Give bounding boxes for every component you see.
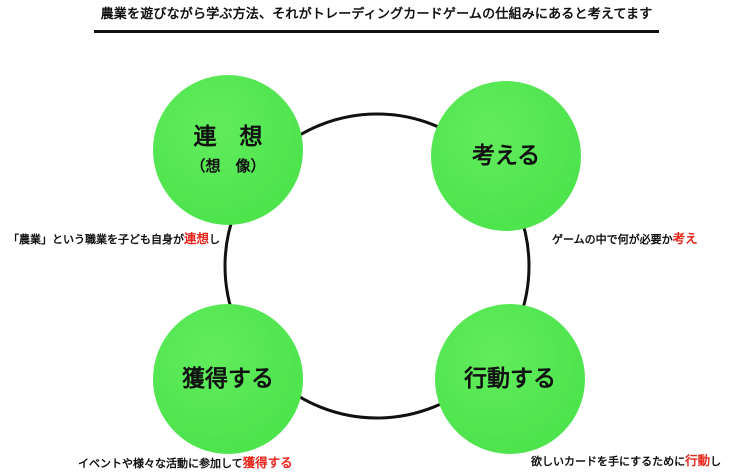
- caption-acquire-highlight: 獲得する: [242, 455, 293, 470]
- caption-associate-suffix: し: [209, 233, 221, 246]
- caption-associate: 「農業」という職業を子ども自身が連想し: [8, 231, 220, 248]
- caption-acquire: イベントや様々な活動に参加して獲得する: [78, 455, 293, 472]
- node-think-label: 考える: [471, 143, 541, 169]
- node-associate-label: 連 想: [193, 124, 263, 150]
- caption-think-highlight: 考え: [672, 231, 698, 246]
- node-act: 行動する: [435, 304, 585, 454]
- node-acquire-label: 獲得する: [182, 366, 274, 392]
- caption-acquire-text: イベントや様々な活動に参加して: [78, 457, 243, 470]
- node-act-label: 行動する: [464, 366, 556, 392]
- node-associate: 連 想 （想 像）: [153, 75, 303, 225]
- node-acquire: 獲得する: [153, 304, 303, 454]
- caption-act-highlight: 行動: [685, 453, 711, 468]
- title-underline: [94, 30, 659, 33]
- caption-act-text: 欲しいカードを手にするために: [531, 455, 686, 468]
- caption-think: ゲームの中で何が必要か考え: [552, 231, 698, 248]
- cycle-ring-circle: [223, 112, 531, 420]
- node-think: 考える: [431, 81, 581, 231]
- node-associate-sublabel: （想 像）: [190, 157, 266, 175]
- caption-associate-text: 「農業」という職業を子ども自身が: [8, 233, 184, 246]
- caption-act: 欲しいカードを手にするために行動し: [531, 453, 721, 470]
- caption-act-suffix: し: [710, 455, 722, 468]
- page-title: 農業を遊びながら学ぶ方法、それがトレーディングカードゲームの仕組みにあると考えて…: [100, 7, 653, 22]
- caption-think-text: ゲームの中で何が必要か: [552, 233, 673, 246]
- caption-associate-highlight: 連想: [184, 231, 210, 246]
